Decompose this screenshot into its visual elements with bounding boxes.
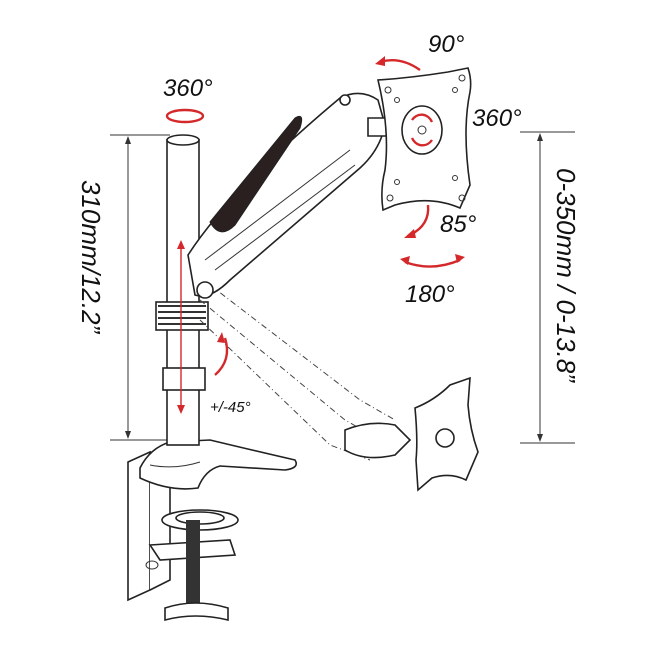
vesa-plate <box>377 67 472 212</box>
pole <box>155 134 209 446</box>
arm-tilt-label: +/-45° <box>210 399 251 416</box>
plate-tilt-down-label: 85° <box>440 211 477 238</box>
motion-arrows <box>165 56 465 414</box>
pole-height-label: 310mm/12.2” <box>76 180 106 335</box>
height-range-label: 0-350mm / 0-13.8” <box>551 168 581 383</box>
articulating-arm <box>187 92 389 299</box>
plate-tilt-up-label: 90° <box>428 31 465 58</box>
height-range-dimension: 0-350mm / 0-13.8” <box>520 131 581 444</box>
desk-clamp <box>127 450 239 622</box>
lowered-arm-outline <box>199 284 479 492</box>
base <box>139 439 298 490</box>
pole-rotation-label: 360° <box>163 75 213 102</box>
plate-swivel-label: 180° <box>405 281 455 308</box>
pole-height-dimension: 310mm/12.2” <box>76 134 170 441</box>
plate-rotation-label: 360° <box>472 105 522 132</box>
